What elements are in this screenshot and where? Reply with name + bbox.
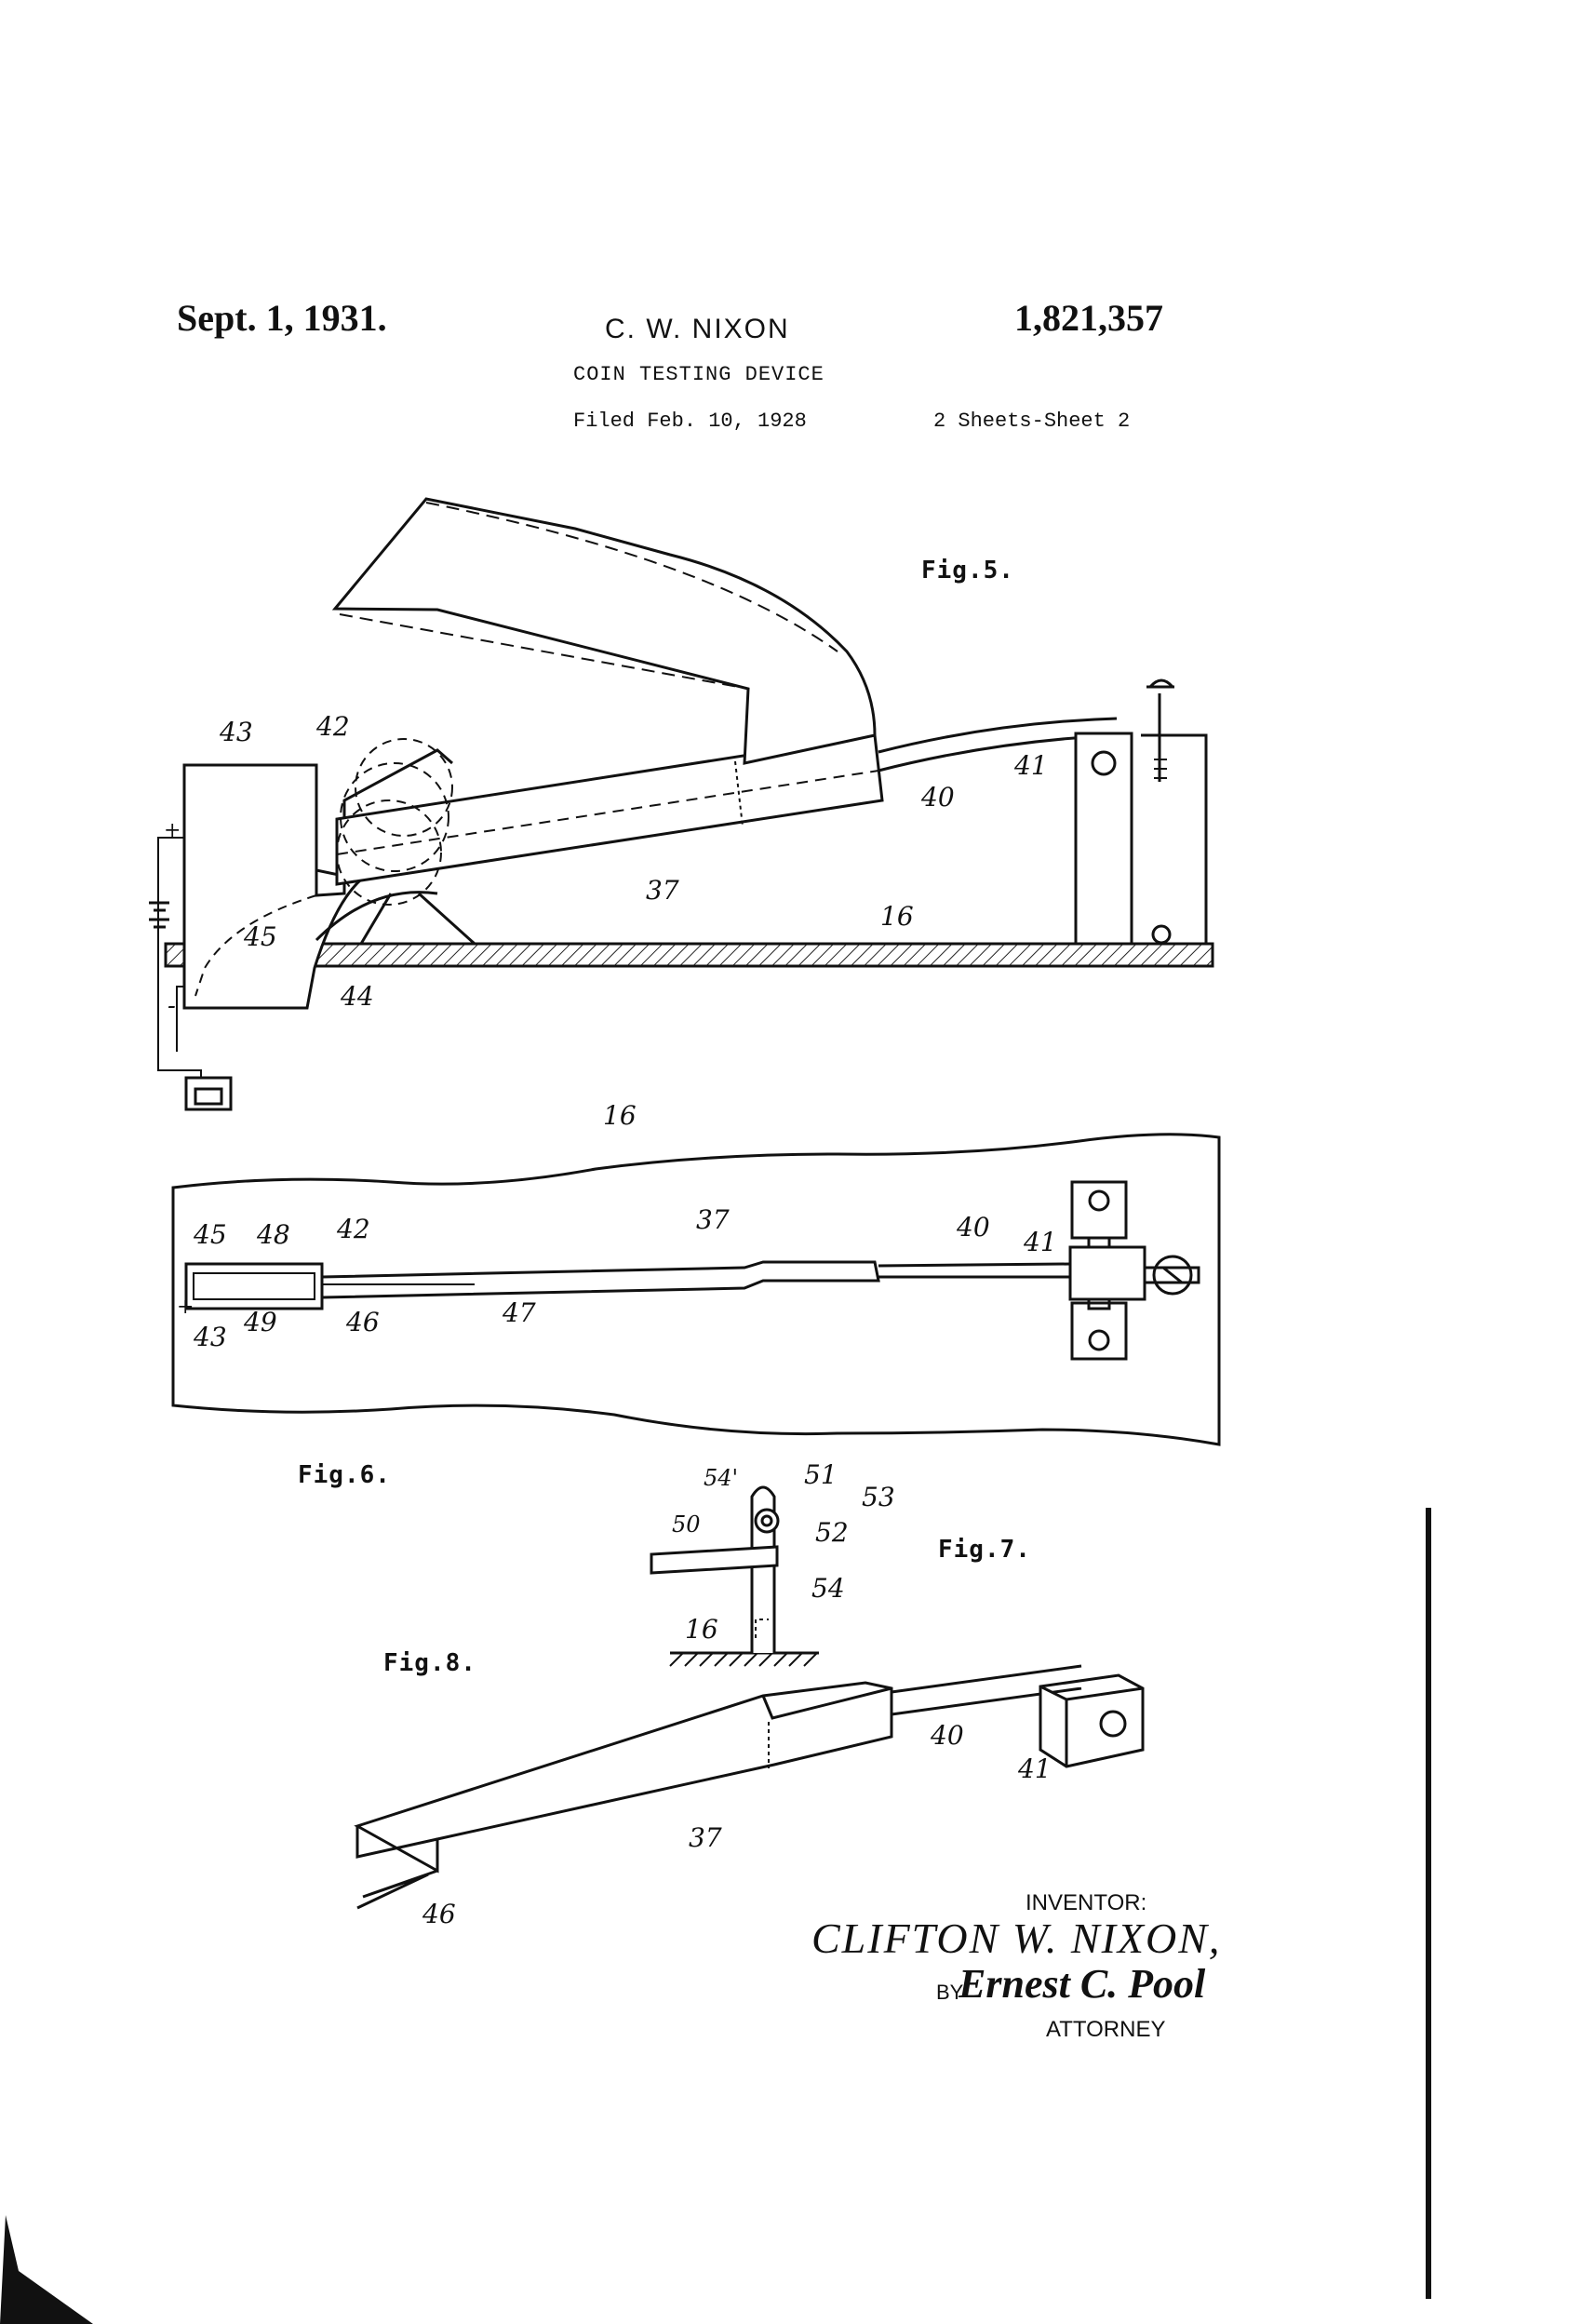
sheet-count: 2 Sheets-Sheet 2 — [933, 410, 1131, 433]
inventor-name-header: C. W. NIXON — [605, 314, 790, 344]
inventor-label: INVENTOR: — [1026, 1890, 1147, 1915]
coin-receiver — [182, 763, 365, 1010]
fig5-drawing — [149, 497, 1214, 1111]
bracket — [1074, 732, 1133, 946]
ref-40: 40 — [921, 782, 955, 813]
corner-smudge — [0, 2215, 93, 2324]
ref-16: 16 — [603, 1100, 637, 1131]
track-plan — [321, 1260, 880, 1299]
pivot-screw — [754, 1508, 780, 1534]
patent-date: Sept. 1, 1931. — [177, 297, 387, 339]
fig6-drawing — [171, 1133, 1221, 1446]
ref-42: 42 — [337, 1214, 370, 1244]
patent-title: COIN TESTING DEVICE — [573, 363, 825, 386]
bracket-perspective — [1039, 1673, 1145, 1768]
fig5-label: Fig.5. — [921, 557, 1014, 584]
battery-circuit — [157, 837, 202, 1078]
polarity-plus-fig6: + — [177, 1296, 194, 1319]
ref-46: 46 — [346, 1307, 380, 1337]
ref-46: 46 — [422, 1899, 456, 1929]
ref-49: 49 — [244, 1307, 277, 1337]
ref-48: 48 — [257, 1219, 290, 1250]
ref-42: 42 — [316, 711, 350, 742]
ref-44: 44 — [341, 981, 374, 1012]
filed-date: Filed Feb. 10, 1928 — [573, 410, 807, 433]
fig8-label: Fig.8. — [383, 1649, 476, 1677]
ref-43: 43 — [220, 717, 253, 747]
polarity-minus-fig5: - — [168, 992, 176, 1020]
ref-37: 37 — [689, 1822, 722, 1853]
polarity-plus-fig5: + — [164, 819, 181, 842]
coin-outline-upper — [355, 738, 453, 837]
ref-52: 52 — [815, 1517, 849, 1548]
attorney-signature: Ernest C. Pool — [959, 1961, 1206, 2007]
coin-outline-middle — [340, 762, 449, 872]
ref-37: 37 — [646, 875, 679, 906]
fig7-drawing — [650, 1485, 819, 1667]
ref-37: 37 — [696, 1204, 730, 1235]
coin-hopper — [331, 497, 877, 765]
receiver-plan — [184, 1262, 324, 1310]
signal-device — [184, 1076, 233, 1111]
ref-41: 41 — [1014, 750, 1048, 781]
fig8-drawing — [354, 1664, 1145, 1910]
right-margin-line — [1426, 1508, 1431, 2299]
ref-40: 40 — [957, 1212, 990, 1243]
fig6-label: Fig.6. — [298, 1461, 391, 1489]
ref-54: 54 — [811, 1573, 845, 1604]
patent-number: 1,821,357 — [1014, 297, 1163, 339]
ref-16: 16 — [685, 1614, 718, 1645]
ref-41: 41 — [1018, 1753, 1052, 1784]
by-label: BY — [936, 1981, 964, 2004]
forked-end — [356, 1869, 438, 1910]
receiver-opening — [315, 891, 438, 942]
ref-53: 53 — [862, 1482, 895, 1512]
fig7-label: Fig.7. — [938, 1536, 1031, 1564]
adjusting-screw — [1141, 678, 1208, 944]
coin-outline-lower — [336, 799, 442, 906]
ref-47: 47 — [503, 1297, 536, 1328]
ref-51: 51 — [804, 1459, 838, 1490]
ref-40: 40 — [931, 1720, 964, 1751]
attorney-label: ATTORNEY — [1046, 2017, 1166, 2042]
inventor-signature: CLIFTON W. NIXON, — [811, 1914, 1222, 1962]
ref-45: 45 — [244, 921, 277, 952]
ref-41: 41 — [1024, 1227, 1057, 1257]
ref-16: 16 — [880, 901, 914, 932]
ref-45: 45 — [194, 1219, 227, 1250]
ref-43: 43 — [194, 1322, 227, 1352]
lever-arm — [650, 1545, 779, 1575]
ref-54-prime: 54' — [704, 1465, 739, 1491]
ref-50: 50 — [672, 1511, 701, 1538]
base-plate — [164, 942, 1214, 968]
track-perspective — [354, 1681, 893, 1874]
